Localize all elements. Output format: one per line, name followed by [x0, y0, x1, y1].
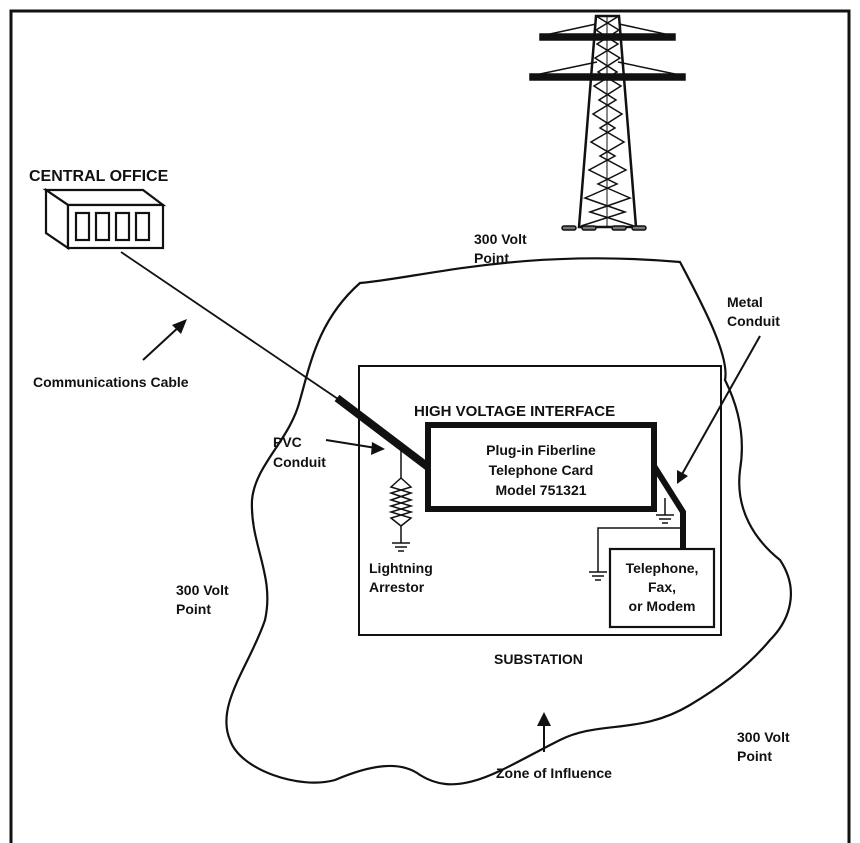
device-ground-wire — [597, 527, 683, 572]
fiberline-card-box — [425, 422, 657, 512]
label-300-volt-point-top-2: Point — [474, 250, 509, 266]
arrow-pvc-conduit — [325, 439, 385, 455]
label-high-voltage-interface: HIGH VOLTAGE INTERFACE — [414, 403, 615, 420]
lightning-arrestor-icon — [388, 448, 414, 552]
zone-of-influence-boundary — [225, 257, 792, 786]
label-lightning-arrestor-1: Lightning — [369, 560, 433, 576]
telephone-device-box — [608, 547, 716, 629]
label-300-volt-point-right-2: Point — [737, 748, 772, 764]
label-device-line-1: Telephone, — [626, 560, 699, 576]
label-pvc-conduit-1: PVC — [273, 434, 302, 450]
label-metal-conduit-1: Metal — [727, 294, 763, 310]
label-card-line-2: Telephone Card — [489, 462, 594, 478]
pvc-conduit — [334, 394, 431, 471]
label-zone-of-influence: Zone of Influence — [496, 765, 612, 781]
communications-cable — [120, 251, 339, 400]
label-300-volt-point-left-1: 300 Volt — [176, 582, 229, 598]
transmission-tower-icon — [529, 14, 686, 231]
metal-conduit — [651, 464, 686, 549]
arrow-metal-conduit — [677, 335, 761, 484]
label-300-volt-point-left-2: Point — [176, 601, 211, 617]
ground-icon-conduit — [656, 498, 674, 524]
label-300-volt-point-right-1: 300 Volt — [737, 729, 790, 745]
label-lightning-arrestor-2: Arrestor — [369, 579, 425, 595]
label-card-line-1: Plug-in Fiberline — [486, 442, 596, 458]
label-card-line-3: Model 751321 — [495, 482, 586, 498]
label-communications-cable: Communications Cable — [33, 374, 189, 390]
arrow-zone-of-influence — [537, 712, 551, 752]
arrow-communications-cable — [142, 319, 187, 361]
label-central-office: CENTRAL OFFICE — [29, 168, 169, 185]
label-device-line-3: or Modem — [629, 598, 696, 614]
label-metal-conduit-2: Conduit — [727, 313, 780, 329]
diagram-frame — [9, 9, 851, 843]
label-device-line-2: Fax, — [648, 579, 676, 595]
label-300-volt-point-top-1: 300 Volt — [474, 231, 527, 247]
label-substation: SUBSTATION — [494, 651, 583, 667]
label-pvc-conduit-2: Conduit — [273, 454, 326, 470]
ground-icon-device — [589, 571, 607, 581]
central-office-icon — [42, 187, 167, 251]
substation-boundary — [358, 365, 722, 636]
